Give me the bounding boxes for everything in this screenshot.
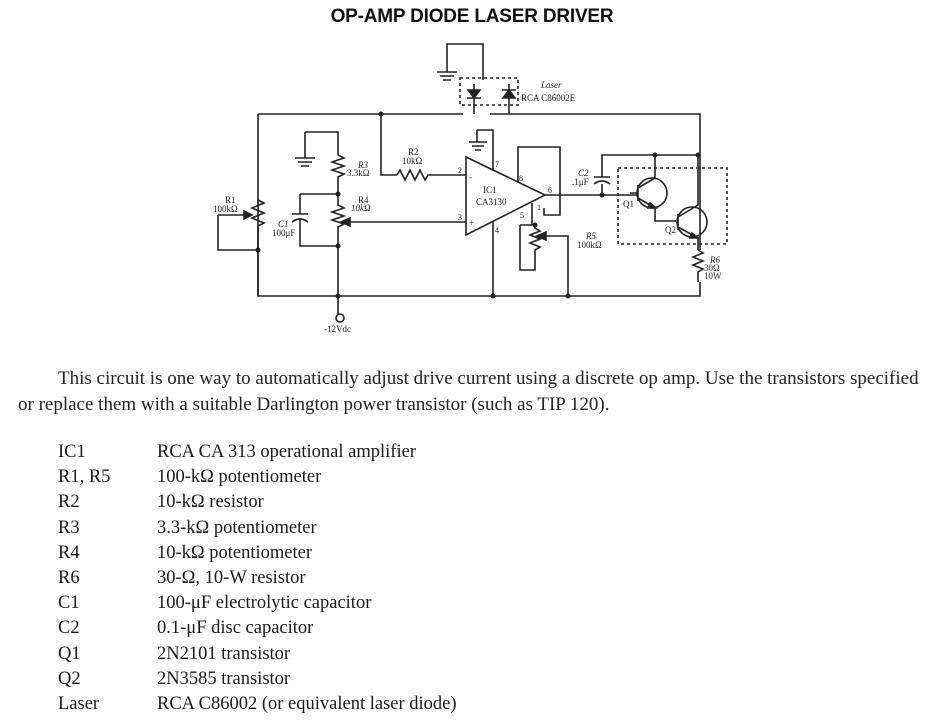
description: This circuit is one way to automatically… bbox=[18, 366, 938, 418]
ic-name: IC1 bbox=[483, 185, 497, 195]
list-item: Laser RCA C86002 (or equivalent laser dio… bbox=[58, 692, 457, 717]
r5-potentiometer bbox=[527, 225, 543, 258]
list-item: R6 30-Ω, 10-W resistor bbox=[58, 566, 457, 591]
q2-label: Q2 bbox=[665, 225, 676, 235]
r3-resistor bbox=[329, 154, 347, 194]
part-ref: R1, R5 bbox=[58, 467, 111, 488]
c2-capacitor bbox=[593, 154, 698, 195]
ground-icon bbox=[437, 71, 457, 81]
ic-part: CA3130 bbox=[476, 197, 507, 207]
q1-label: Q1 bbox=[623, 199, 634, 209]
list-item: C1 100-μF electrolytic capacitor bbox=[58, 591, 457, 616]
r3-value: 3.3kΩ bbox=[347, 168, 370, 178]
part-desc: 0.1-μF disc capacitor bbox=[157, 618, 314, 639]
r1-potentiometer bbox=[249, 199, 267, 296]
r6-resistor bbox=[690, 249, 706, 282]
laser-diode-icon bbox=[466, 89, 482, 100]
r2-value: 10kΩ bbox=[402, 156, 423, 166]
r5-label: R5 bbox=[585, 231, 596, 241]
part-ref: R2 bbox=[58, 492, 80, 513]
pin-3: 3 bbox=[458, 213, 462, 222]
c1-label: C1 bbox=[278, 219, 289, 229]
part-desc: 10-kΩ resistor bbox=[157, 492, 264, 513]
r1-value: 100kΩ bbox=[213, 204, 238, 214]
list-item: R1, R5 100-kΩ potentiometer bbox=[58, 465, 457, 490]
r4-value: 10kΩ bbox=[351, 203, 371, 213]
list-item: C2 0.1-μF disc capacitor bbox=[58, 616, 457, 641]
pin-7: 7 bbox=[495, 160, 499, 169]
c1-value: 100μF bbox=[272, 228, 295, 238]
page-title: OP-AMP DIODE LASER DRIVER bbox=[330, 6, 614, 27]
q1-transistor bbox=[636, 177, 668, 209]
pin-6: 6 bbox=[548, 186, 552, 195]
r4-potentiometer bbox=[329, 194, 347, 314]
part-desc: 100-μF electrolytic capacitor bbox=[157, 593, 372, 614]
list-item: Q1 2N2101 transistor bbox=[58, 642, 457, 667]
ground-icon bbox=[469, 141, 487, 151]
laser-part: RCA C86002E bbox=[521, 93, 576, 103]
noninverting-sign: + bbox=[469, 218, 474, 228]
part-ref: Q1 bbox=[58, 643, 81, 664]
photodiode-icon bbox=[501, 88, 517, 99]
part-ref: C1 bbox=[58, 593, 80, 614]
supply-label: -12Vdc bbox=[324, 324, 351, 334]
darlington-package bbox=[617, 167, 728, 245]
r2-resistor bbox=[396, 168, 466, 182]
c2-value: .1μF bbox=[572, 177, 589, 187]
supply-terminal bbox=[335, 313, 345, 323]
pin-8: 8 bbox=[519, 174, 523, 183]
laser-label: Laser bbox=[540, 80, 562, 90]
pin-5: 5 bbox=[520, 211, 524, 220]
part-ref: R4 bbox=[58, 542, 80, 563]
laser-diode-package bbox=[459, 77, 519, 106]
list-item: Q2 2N3585 transistor bbox=[58, 667, 457, 692]
description-text: This circuit is one way to automatically… bbox=[18, 368, 919, 415]
part-desc: 10-kΩ potentiometer bbox=[157, 542, 313, 563]
pin-2: 2 bbox=[458, 166, 462, 175]
r6-value: 30Ω bbox=[704, 263, 720, 273]
part-ref: R3 bbox=[58, 517, 80, 538]
c2-label: C2 bbox=[578, 168, 589, 178]
part-desc: 100-kΩ potentiometer bbox=[157, 467, 322, 488]
part-ref: C2 bbox=[58, 618, 80, 639]
r3-label: R3 bbox=[357, 160, 368, 170]
r6-wattage: 10W bbox=[704, 271, 722, 281]
parts-list: IC1 RCA CA 313 operational amplifier R1, … bbox=[58, 440, 457, 717]
r1-label: R1 bbox=[225, 195, 236, 205]
pin-1: 1 bbox=[537, 203, 541, 212]
part-ref: R6 bbox=[58, 567, 80, 588]
part-ref: Q2 bbox=[58, 668, 81, 689]
list-item: R2 10-kΩ resistor bbox=[58, 490, 457, 515]
inverting-sign: - bbox=[469, 172, 472, 182]
r2-label: R2 bbox=[408, 147, 419, 157]
c1-capacitor bbox=[291, 193, 338, 247]
op-amp bbox=[465, 155, 547, 237]
part-ref: Laser bbox=[58, 693, 100, 714]
part-ref: IC1 bbox=[58, 442, 86, 462]
part-desc: 30-Ω, 10-W resistor bbox=[157, 567, 306, 588]
laser-ground-wire bbox=[446, 43, 484, 80]
part-desc: 3.3-kΩ potentiometer bbox=[157, 517, 317, 538]
r5-value: 100kΩ bbox=[577, 240, 602, 250]
list-item: IC1 RCA CA 313 operational amplifier bbox=[58, 440, 457, 465]
list-item: R4 10-kΩ potentiometer bbox=[58, 541, 457, 566]
ground-icon bbox=[295, 157, 315, 167]
circuit-schematic: Laser RCA C86002E R1 100kΩ R2 10kΩ R3 3.… bbox=[213, 43, 728, 334]
pin-4: 4 bbox=[495, 226, 499, 235]
r4-label: R4 bbox=[358, 195, 369, 205]
part-desc: 2N3585 transistor bbox=[157, 668, 291, 689]
part-desc: RCA CA 313 operational amplifier bbox=[157, 442, 416, 462]
part-desc: RCA C86002 (or equivalent laser diode) bbox=[157, 693, 457, 714]
list-item: R3 3.3-kΩ potentiometer bbox=[58, 516, 457, 541]
r6-label: R6 bbox=[709, 255, 720, 265]
part-desc: 2N2101 transistor bbox=[157, 643, 291, 664]
